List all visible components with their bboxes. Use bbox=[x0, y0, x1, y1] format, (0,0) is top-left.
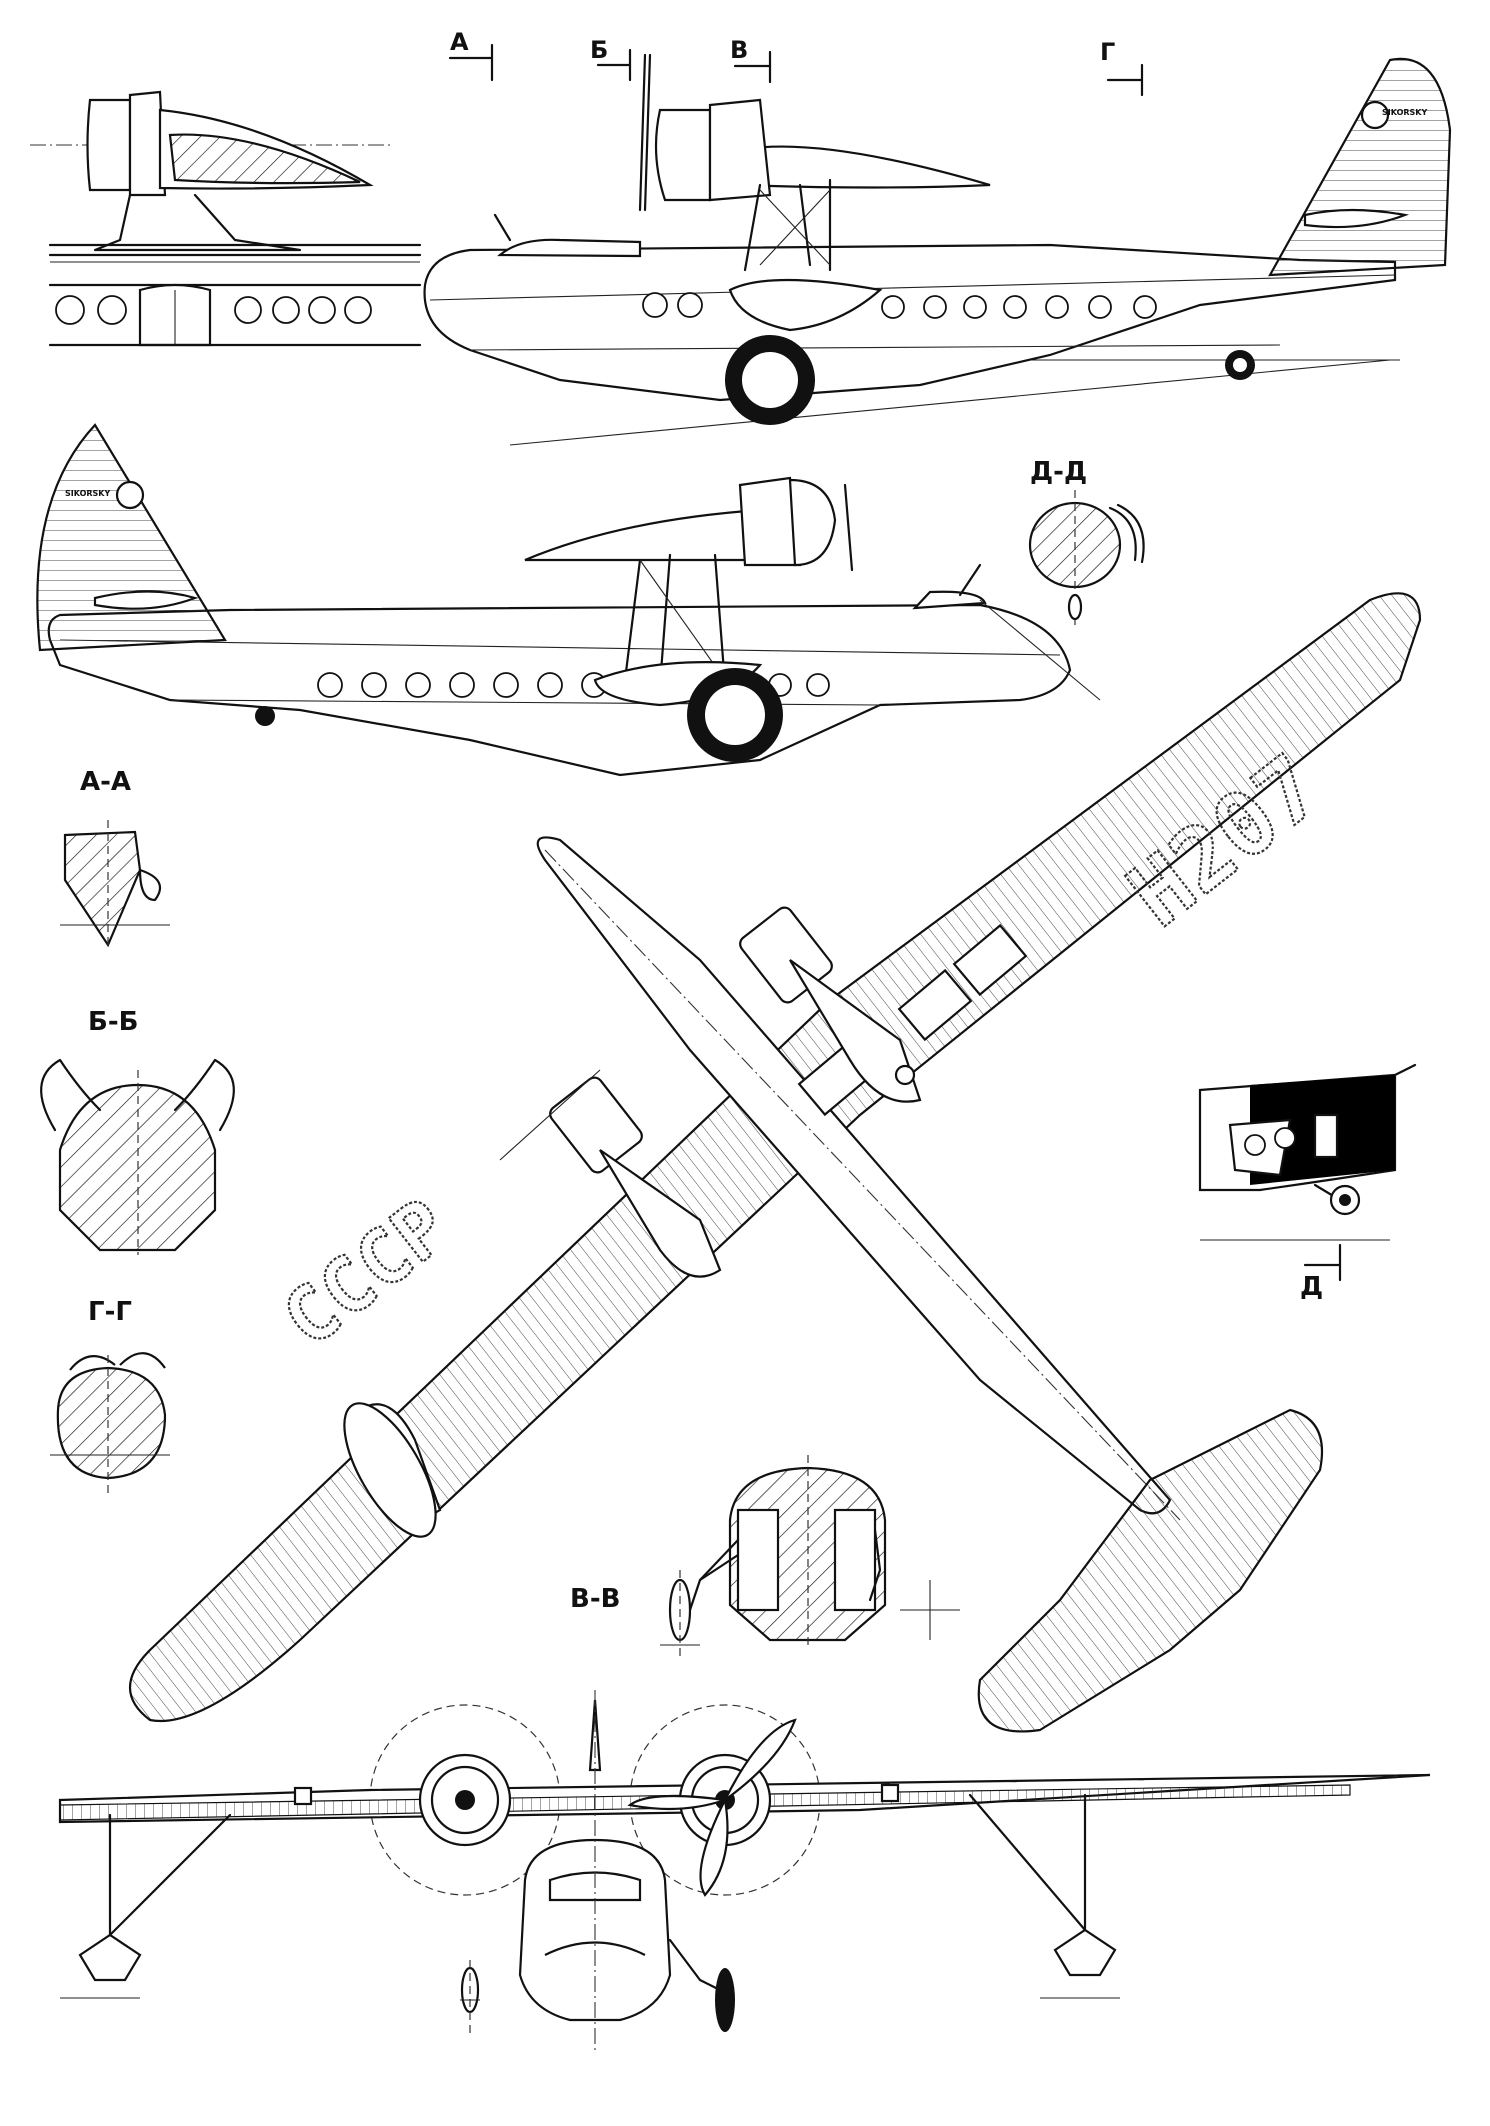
cut-markers-upper: А Б В Г bbox=[448, 28, 1144, 97]
section-vv: В-В bbox=[570, 1455, 960, 1660]
section-bb: Б-Б bbox=[40, 1007, 235, 1255]
portholes-upper bbox=[642, 292, 1157, 319]
portholes-lower bbox=[317, 672, 830, 698]
cut-marker-b: Б bbox=[590, 36, 608, 64]
ladder-detail-view: Д bbox=[1198, 1063, 1417, 1302]
cut-marker-d: Д bbox=[1300, 1272, 1323, 1302]
section-label-gg: Г-Г bbox=[88, 1297, 132, 1327]
front-view bbox=[58, 1690, 1431, 2050]
side-view-lower: SIKORSKY bbox=[36, 423, 1072, 777]
plan-engine-right bbox=[739, 906, 922, 1103]
tail-lettering-lower: SIKORSKY bbox=[65, 489, 111, 498]
plan-engine-left bbox=[549, 1076, 722, 1278]
section-dd: Д-Д bbox=[1028, 457, 1145, 625]
plan-view: H207 СССР bbox=[128, 592, 1422, 1733]
cut-marker-a: А bbox=[450, 28, 469, 56]
nacelle-detail-view bbox=[30, 90, 422, 347]
cut-marker-g: Г bbox=[1100, 38, 1115, 66]
section-label-vv: В-В bbox=[570, 1584, 620, 1614]
tail-lettering-upper: SIKORSKY bbox=[1382, 108, 1428, 117]
cut-marker-v: В bbox=[730, 36, 748, 64]
section-label-dd: Д-Д bbox=[1030, 457, 1087, 487]
section-gg: Г-Г bbox=[50, 1297, 170, 1495]
registration-left-wing: СССР bbox=[266, 1181, 465, 1364]
section-aa: А-А bbox=[60, 767, 170, 948]
side-view-upper: SIKORSKY bbox=[423, 53, 1452, 446]
section-label-bb: Б-Б bbox=[88, 1007, 138, 1037]
section-label-aa: А-А bbox=[80, 767, 131, 797]
